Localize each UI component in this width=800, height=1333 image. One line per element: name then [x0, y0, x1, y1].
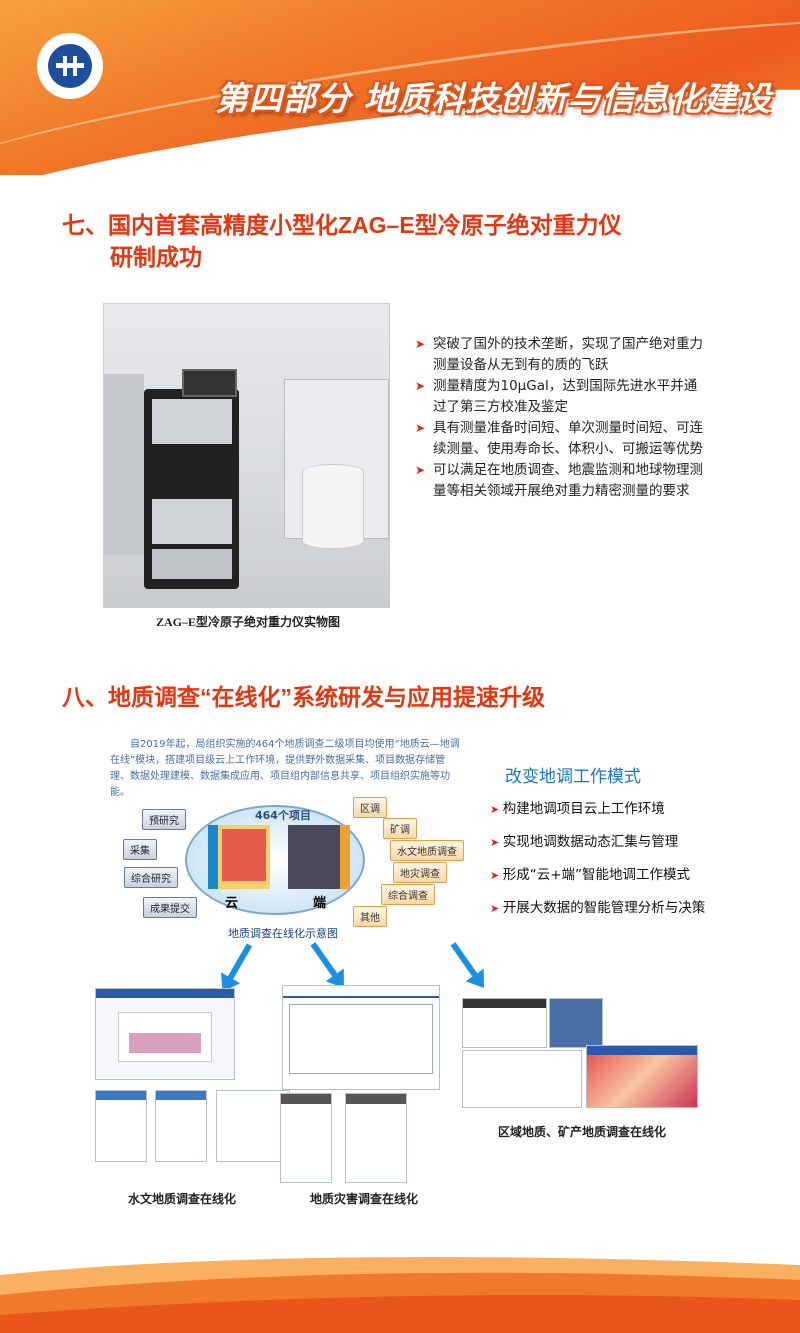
tag-pre-research: 预研究 [142, 809, 186, 830]
hydro-mobile-3 [216, 1090, 290, 1162]
diagram-caption: 地质调查在线化示意图 [228, 927, 338, 940]
arrow-icon: ➤ [415, 379, 426, 393]
screen-caption-disaster: 地质灾害调查在线化 [310, 1192, 419, 1206]
header-banner [0, 0, 800, 175]
arrow-icon [450, 942, 480, 980]
tag-disaster: 地灾调查 [393, 862, 447, 883]
gravimeter-photo [103, 303, 390, 608]
regional-mobile [462, 1050, 582, 1108]
tag-mineral: 矿调 [383, 818, 417, 839]
page-title: 第四部分 地质科技创新与信息化建设 [215, 79, 772, 118]
arrow-icon: ➤ [490, 803, 503, 816]
section7-bullets: ➤突破了国外的技术垄断，实现了国产绝对重力测量设备从无到有的质的飞跃 ➤测量精度… [415, 334, 705, 502]
regional-screenshot-2 [549, 998, 603, 1048]
section7-heading-line2: 研制成功 [110, 244, 202, 270]
bullet-item: ➤测量精度为10μGal，达到国际先进水平并通过了第三方校准及鉴定 [415, 378, 698, 415]
bullet-item: ➤具有测量准备时间短、单次测量时间短、可连续测量、使用寿命长、体积小、可搬运等优… [415, 420, 703, 457]
regional-screenshot-1 [462, 998, 547, 1048]
mode-bullets: ➤ 构建地调项目云上工作环境 ➤ 实现地调数据动态汇集与管理 ➤ 形成“云+端”… [490, 793, 705, 925]
hydro-mobile-2 [155, 1090, 207, 1162]
arrow-icon: ➤ [415, 421, 426, 435]
tag-hydro: 水文地质调查 [390, 840, 464, 861]
screen-caption-regional: 区域地质、矿产地质调查在线化 [498, 1125, 667, 1139]
mode-item: ➤ 实现地调数据动态汇集与管理 [490, 834, 679, 850]
mode-item: ➤ 开展大数据的智能管理分析与决策 [490, 900, 706, 916]
mode-item: ➤ 形成“云+端”智能地调工作模式 [490, 867, 691, 883]
photo-caption: ZAG–E型冷原子绝对重力仪实物图 [156, 615, 341, 629]
arrow-icon: ➤ [415, 463, 426, 477]
center-label: 464个项目 [255, 809, 311, 822]
arrow-icon: ➤ [415, 337, 426, 351]
mode-item: ➤ 构建地调项目云上工作环境 [490, 801, 665, 817]
tag-research: 综合研究 [124, 867, 178, 888]
arrow-icon: ➤ [490, 836, 503, 849]
arrow-icon [225, 943, 253, 983]
end-label: 端 [313, 896, 327, 911]
tag-integrated: 综合调查 [381, 884, 435, 905]
screen-caption-hydro: 水文地质调查在线化 [128, 1192, 237, 1206]
bullet-item: ➤突破了国外的技术垄断，实现了国产绝对重力测量设备从无到有的质的飞跃 [415, 336, 703, 373]
mode-title: 改变地调工作模式 [505, 767, 641, 787]
bullet-item: ➤可以满足在地质调查、地震监测和地球物理测量等相关领域开展绝对重力精密测量的要求 [415, 462, 703, 499]
cgs-logo [37, 33, 103, 99]
arrow-icon: ➤ [490, 902, 503, 915]
regional-map [586, 1045, 698, 1108]
disaster-screenshot [282, 985, 440, 1090]
section8-heading: 八、地质调查“在线化”系统研发与应用提速升级 [62, 684, 545, 710]
arrow-icon [310, 942, 340, 980]
footer-banner [0, 1235, 800, 1333]
arrow-icon: ➤ [490, 869, 503, 882]
tag-regional: 区调 [353, 797, 387, 818]
tag-other: 其他 [353, 906, 387, 927]
tag-collection: 采集 [123, 839, 157, 860]
hydro-screenshot [95, 988, 235, 1080]
section7-heading: 七、国内首套高精度小型化ZAG–E型冷原子绝对重力仪 [62, 212, 622, 238]
section8-intro: 自2019年起，局组织实施的464个地质调查二级项目均使用“地质云—地调在线”模… [110, 739, 460, 798]
online-survey-diagram: 464个项目 云 端 预研究 采集 综合研究 成果提交 区调 矿调 水文地质调查… [100, 795, 480, 940]
cloud-label: 云 [225, 896, 239, 911]
tag-submit: 成果提交 [143, 897, 197, 918]
hydro-mobile-1 [95, 1090, 147, 1162]
disaster-mobile-2 [345, 1093, 407, 1183]
disaster-mobile-1 [280, 1093, 332, 1183]
